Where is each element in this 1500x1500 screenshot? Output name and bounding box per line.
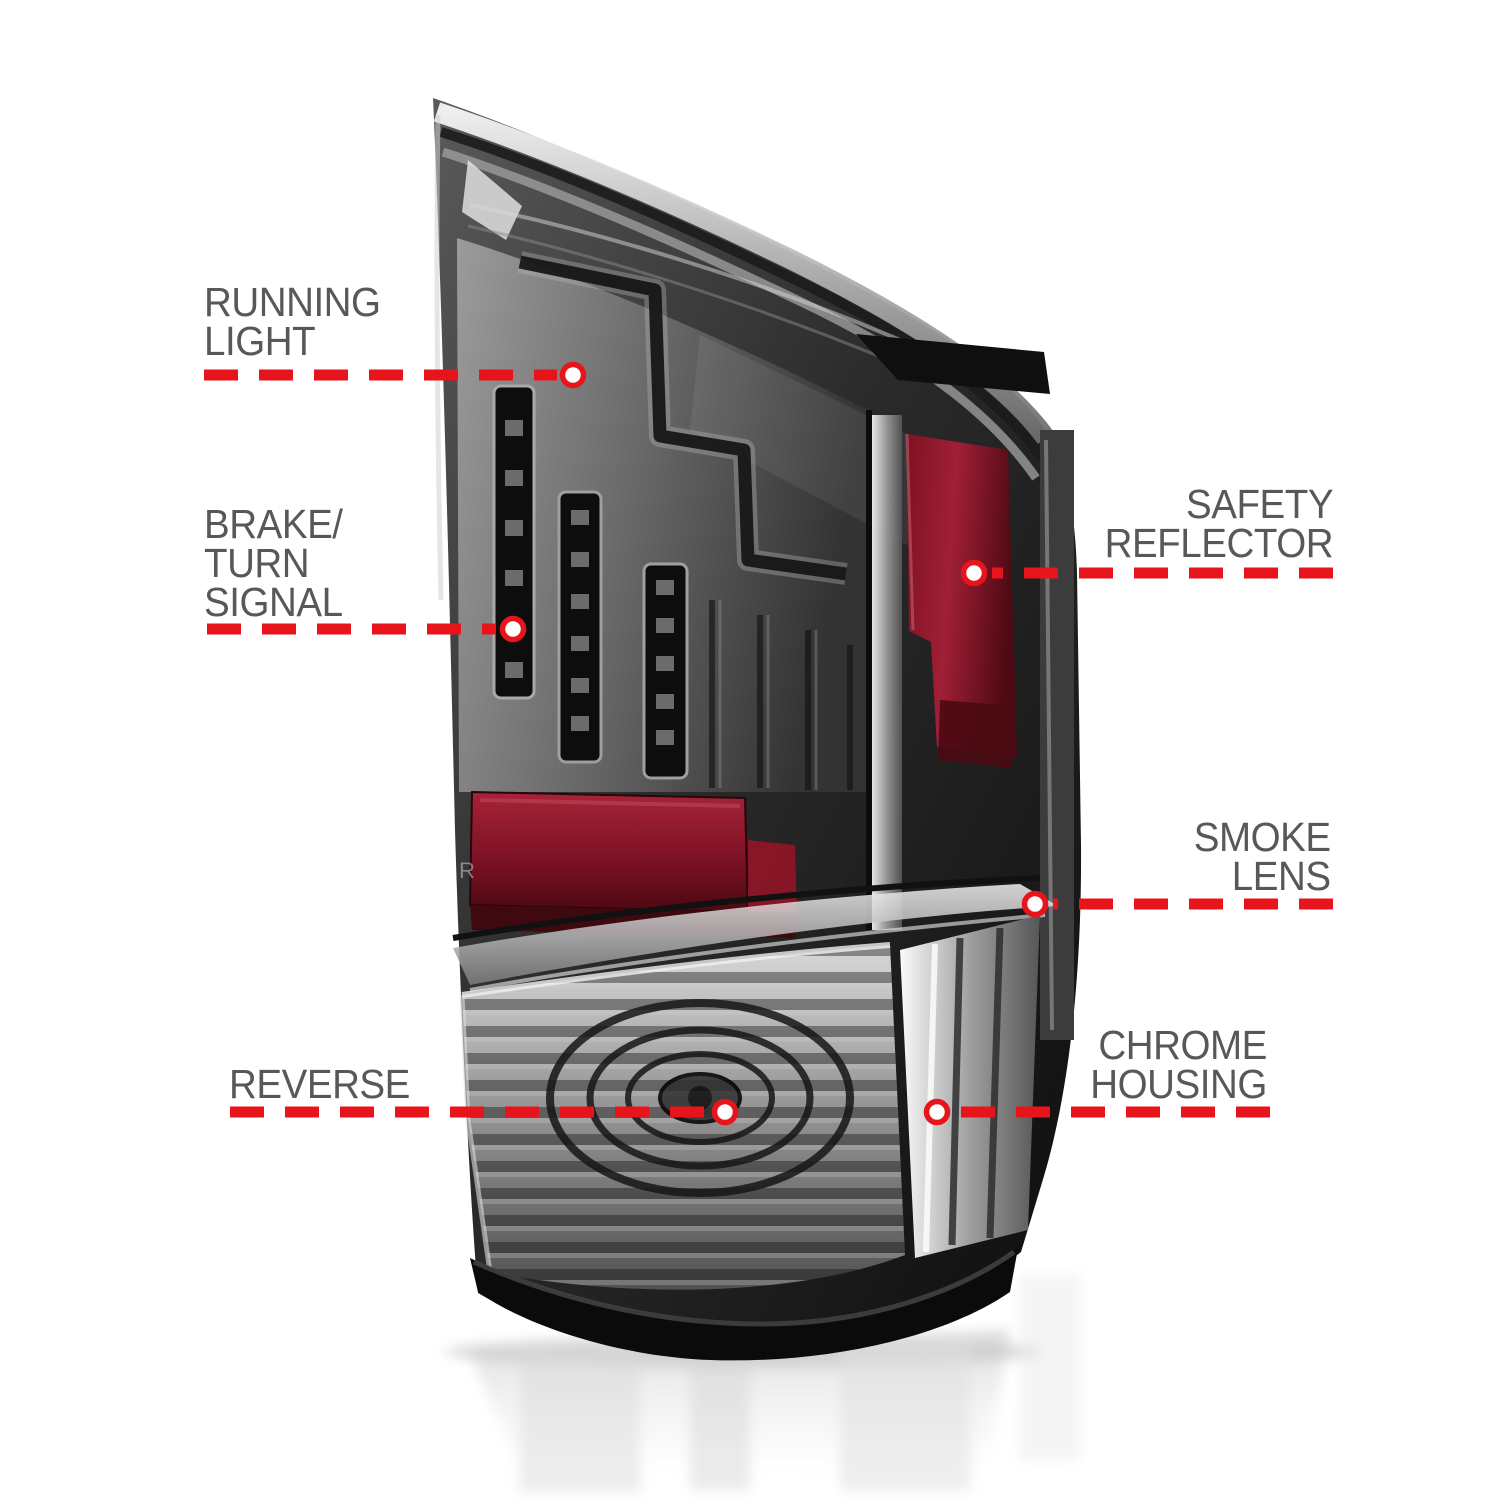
led-slot-3 (642, 562, 689, 780)
callout-dot-brake-turn-signal (499, 615, 527, 643)
callout-label-line: TURN (204, 540, 310, 586)
callout-lines (204, 369, 1333, 1118)
callout-label-line: LIGHT (204, 318, 316, 364)
callout-label-smoke-lens: SMOKE LENS (1194, 814, 1331, 899)
callout-label-line: LENS (1232, 853, 1331, 899)
right-column (856, 334, 1074, 1040)
callout-label-safety-reflector: SAFETY REFLECTOR (1104, 481, 1334, 566)
floor-reflection (445, 1275, 1080, 1492)
callout-label-line: HOUSING (1090, 1061, 1267, 1107)
callout-dot-chrome-housing (923, 1098, 951, 1126)
visor-fin (856, 334, 1050, 394)
callout-label-line: SIGNAL (204, 579, 343, 625)
safety-reflector-lens (907, 434, 1017, 757)
lens-ridges (709, 600, 853, 790)
lens-molded-marking: R (459, 858, 475, 883)
callout-label-reverse: REVERSE (229, 1061, 410, 1107)
bottom-base (470, 1248, 1018, 1361)
outer-edge-band (1040, 430, 1074, 1040)
corner-prism-facet (462, 160, 522, 240)
led-slot-2 (557, 490, 603, 764)
callout-dot-smoke-lens (1021, 890, 1049, 918)
callout-label-line: REFLECTOR (1104, 520, 1334, 566)
callout-label-line: BRAKE/ (204, 501, 343, 547)
reverse-bulb-bullseye (546, 999, 854, 1197)
callout-label-line: SAFETY (1185, 481, 1334, 527)
chrome-housing-area (900, 915, 1040, 1258)
callout-label-brake-turn-signal: BRAKE/ TURN SIGNAL (204, 501, 343, 625)
led-slot-1 (492, 384, 536, 700)
callout-label-line: CHROME (1098, 1022, 1268, 1068)
callout-label-chrome-housing: CHROME HOUSING (1090, 1022, 1268, 1107)
callout-label-running-light: RUNNING LIGHT (204, 279, 381, 364)
chrome-rib (872, 415, 902, 930)
mid-swoosh-band (452, 875, 1058, 992)
left-edge-highlight (434, 114, 444, 601)
callout-dot-running-light (559, 361, 587, 389)
callout-dot-safety-reflector (960, 559, 988, 587)
callout-dot-reverse (711, 1098, 739, 1126)
callout-label-line: RUNNING (204, 279, 381, 325)
callout-dots (499, 361, 1049, 1126)
callout-label-line: REVERSE (229, 1061, 410, 1107)
tail-light: R (433, 98, 1082, 1492)
callout-label-line: SMOKE (1194, 814, 1331, 860)
